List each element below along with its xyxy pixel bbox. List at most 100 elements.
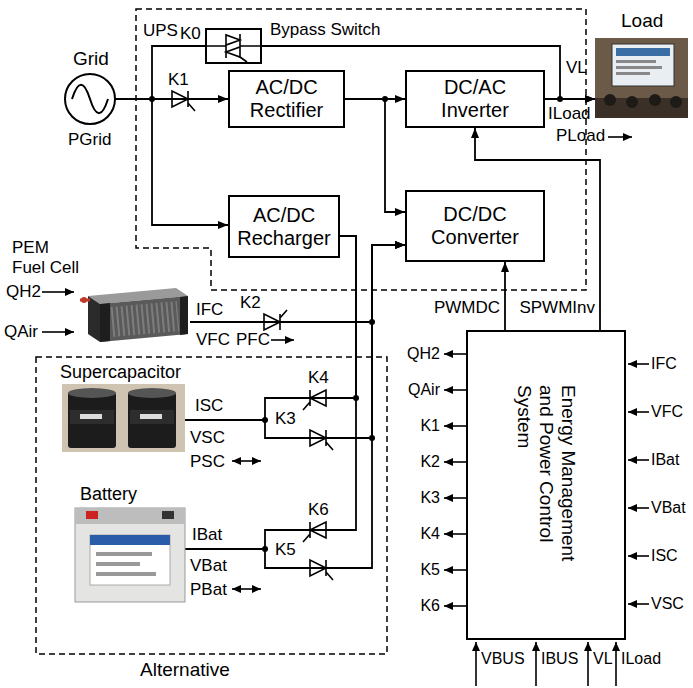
input-arrow — [475, 642, 477, 686]
node-label: DC/AC Inverter — [407, 76, 543, 122]
node-label: PEM Fuel Cell — [12, 238, 84, 277]
capacitor-top — [68, 388, 116, 398]
load-picture: Load — [595, 38, 688, 118]
input-arrow — [628, 603, 649, 605]
end-plate — [100, 303, 110, 342]
signal-label: ILoad — [621, 650, 661, 668]
bypass-switch-box: Bypass Switch — [205, 28, 262, 64]
signal-label: K2 — [240, 293, 261, 313]
node-label: UPS — [143, 21, 178, 41]
signal-label: VBUS — [481, 650, 525, 668]
node-label: AC/DC Rectifier — [230, 76, 343, 122]
signal-label: QAir — [4, 322, 38, 342]
signal-label: QAir — [408, 381, 440, 399]
junction-dots — [149, 96, 563, 552]
converter-box: AC/DC Recharger — [228, 195, 340, 258]
capacitor-can — [128, 392, 176, 448]
supercapacitor-photo — [62, 384, 185, 452]
connector — [545, 98, 595, 100]
signal-label: K2 — [420, 453, 440, 471]
photo-ground — [62, 384, 185, 452]
signal-label: IBat — [651, 451, 679, 469]
signal-label: IFC — [651, 355, 677, 373]
fuel-cell-picture: PEM Fuel Cell — [78, 282, 190, 345]
head — [604, 94, 616, 106]
junction-dot — [149, 96, 155, 102]
battery-stripe — [90, 535, 170, 545]
signal-label: ILoad — [548, 104, 591, 124]
slide-line — [616, 60, 656, 63]
battery-terminal — [86, 511, 98, 519]
signal-label: K6 — [308, 500, 329, 520]
signal-label: ISC — [651, 547, 678, 565]
node-label: Supercapacitor — [60, 362, 181, 383]
signal-label: IBUS — [541, 650, 578, 668]
sticker-line — [96, 572, 156, 576]
signal-label: VFC — [196, 330, 230, 350]
node-label: Grid — [73, 48, 109, 70]
input-arrow — [535, 642, 537, 686]
node-label: AC/DC Recharger — [230, 204, 338, 250]
edge-label: PWMDC — [434, 298, 500, 318]
signal-label: PGrid — [68, 130, 111, 150]
input-arrow — [628, 411, 649, 413]
signal-label: VSC — [651, 595, 684, 613]
output-arrow — [444, 533, 466, 535]
grid-source: Grid — [65, 74, 115, 124]
capacitor-can — [68, 392, 116, 448]
converter-box: AC/DC Rectifier — [228, 70, 345, 128]
input-arrow — [615, 642, 617, 686]
flow-arrow — [42, 291, 74, 293]
slide-line — [616, 66, 662, 69]
input-arrow — [628, 363, 649, 365]
junction-dot — [369, 435, 375, 441]
signal-label: K3 — [275, 409, 296, 429]
dashed-border — [36, 357, 387, 654]
head — [670, 96, 682, 108]
signal-label: VFC — [651, 403, 683, 421]
signal-label: PFC — [236, 330, 270, 350]
junction-dot — [369, 319, 375, 325]
signal-label: VL — [593, 650, 613, 668]
sine-wave — [72, 85, 108, 114]
output-arrow — [444, 605, 466, 607]
head — [626, 96, 638, 108]
output-arrow — [444, 425, 466, 427]
stack-plates — [112, 316, 178, 322]
signal-label: K1 — [420, 417, 440, 435]
capacitor-band — [130, 410, 174, 424]
signal-label: VBat — [190, 556, 227, 576]
room-wall — [595, 38, 688, 118]
head — [649, 94, 661, 106]
capacitor-band — [70, 410, 114, 424]
thyristor-symbol — [310, 430, 333, 450]
signal-label: K1 — [168, 70, 189, 90]
battery-picture: Battery — [75, 508, 185, 602]
signal-label: K3 — [420, 489, 440, 507]
signal-label: VL — [566, 58, 587, 78]
dashed-border — [136, 9, 586, 290]
connector — [504, 262, 506, 330]
connector — [115, 46, 205, 99]
signal-label: K4 — [308, 368, 329, 388]
signal-label: K5 — [420, 561, 440, 579]
input-arrow — [628, 555, 649, 557]
connector — [185, 245, 405, 568]
thyristor-symbol — [303, 390, 326, 410]
slide-header — [616, 48, 670, 56]
input-arrow — [628, 459, 649, 461]
junction-dot — [262, 417, 268, 423]
output-arrow — [444, 461, 466, 463]
end-plate — [180, 296, 188, 335]
fuel-cell-photo — [80, 288, 188, 342]
triac-symbol — [205, 34, 262, 62]
load-photo — [595, 38, 688, 118]
capacitor-mark — [140, 414, 162, 419]
signal-label: IFC — [196, 300, 223, 320]
battery-photo — [75, 508, 185, 602]
node-label: Battery — [80, 484, 137, 505]
input-arrow — [628, 507, 649, 509]
output-arrow — [444, 569, 466, 571]
signal-label: K6 — [420, 597, 440, 615]
